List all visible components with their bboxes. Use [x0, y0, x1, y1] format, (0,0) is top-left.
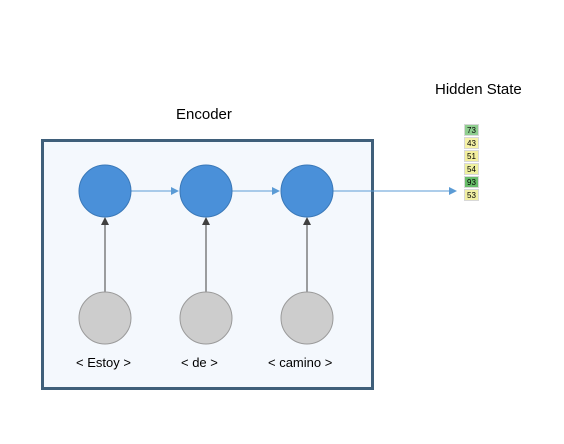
rnn-node-1	[78, 164, 132, 218]
hidden-state-cell: 53	[464, 189, 479, 201]
token-label-2: < de >	[181, 355, 218, 370]
rnn-node-2	[179, 164, 233, 218]
hidden-state-cell: 73	[464, 124, 479, 136]
hidden-state-cell: 93	[464, 176, 479, 188]
hidden-state-title: Hidden State	[435, 81, 522, 98]
hidden-state-cell: 43	[464, 137, 479, 149]
token-label-1: < Estoy >	[76, 355, 131, 370]
input-node-3	[280, 291, 334, 345]
input-node-2	[179, 291, 233, 345]
rnn-node-3	[280, 164, 334, 218]
encoder-title: Encoder	[176, 106, 232, 123]
input-node-1	[78, 291, 132, 345]
hidden-state-cell: 54	[464, 163, 479, 175]
token-label-3: < camino >	[268, 355, 333, 370]
hidden-state-cell: 51	[464, 150, 479, 162]
